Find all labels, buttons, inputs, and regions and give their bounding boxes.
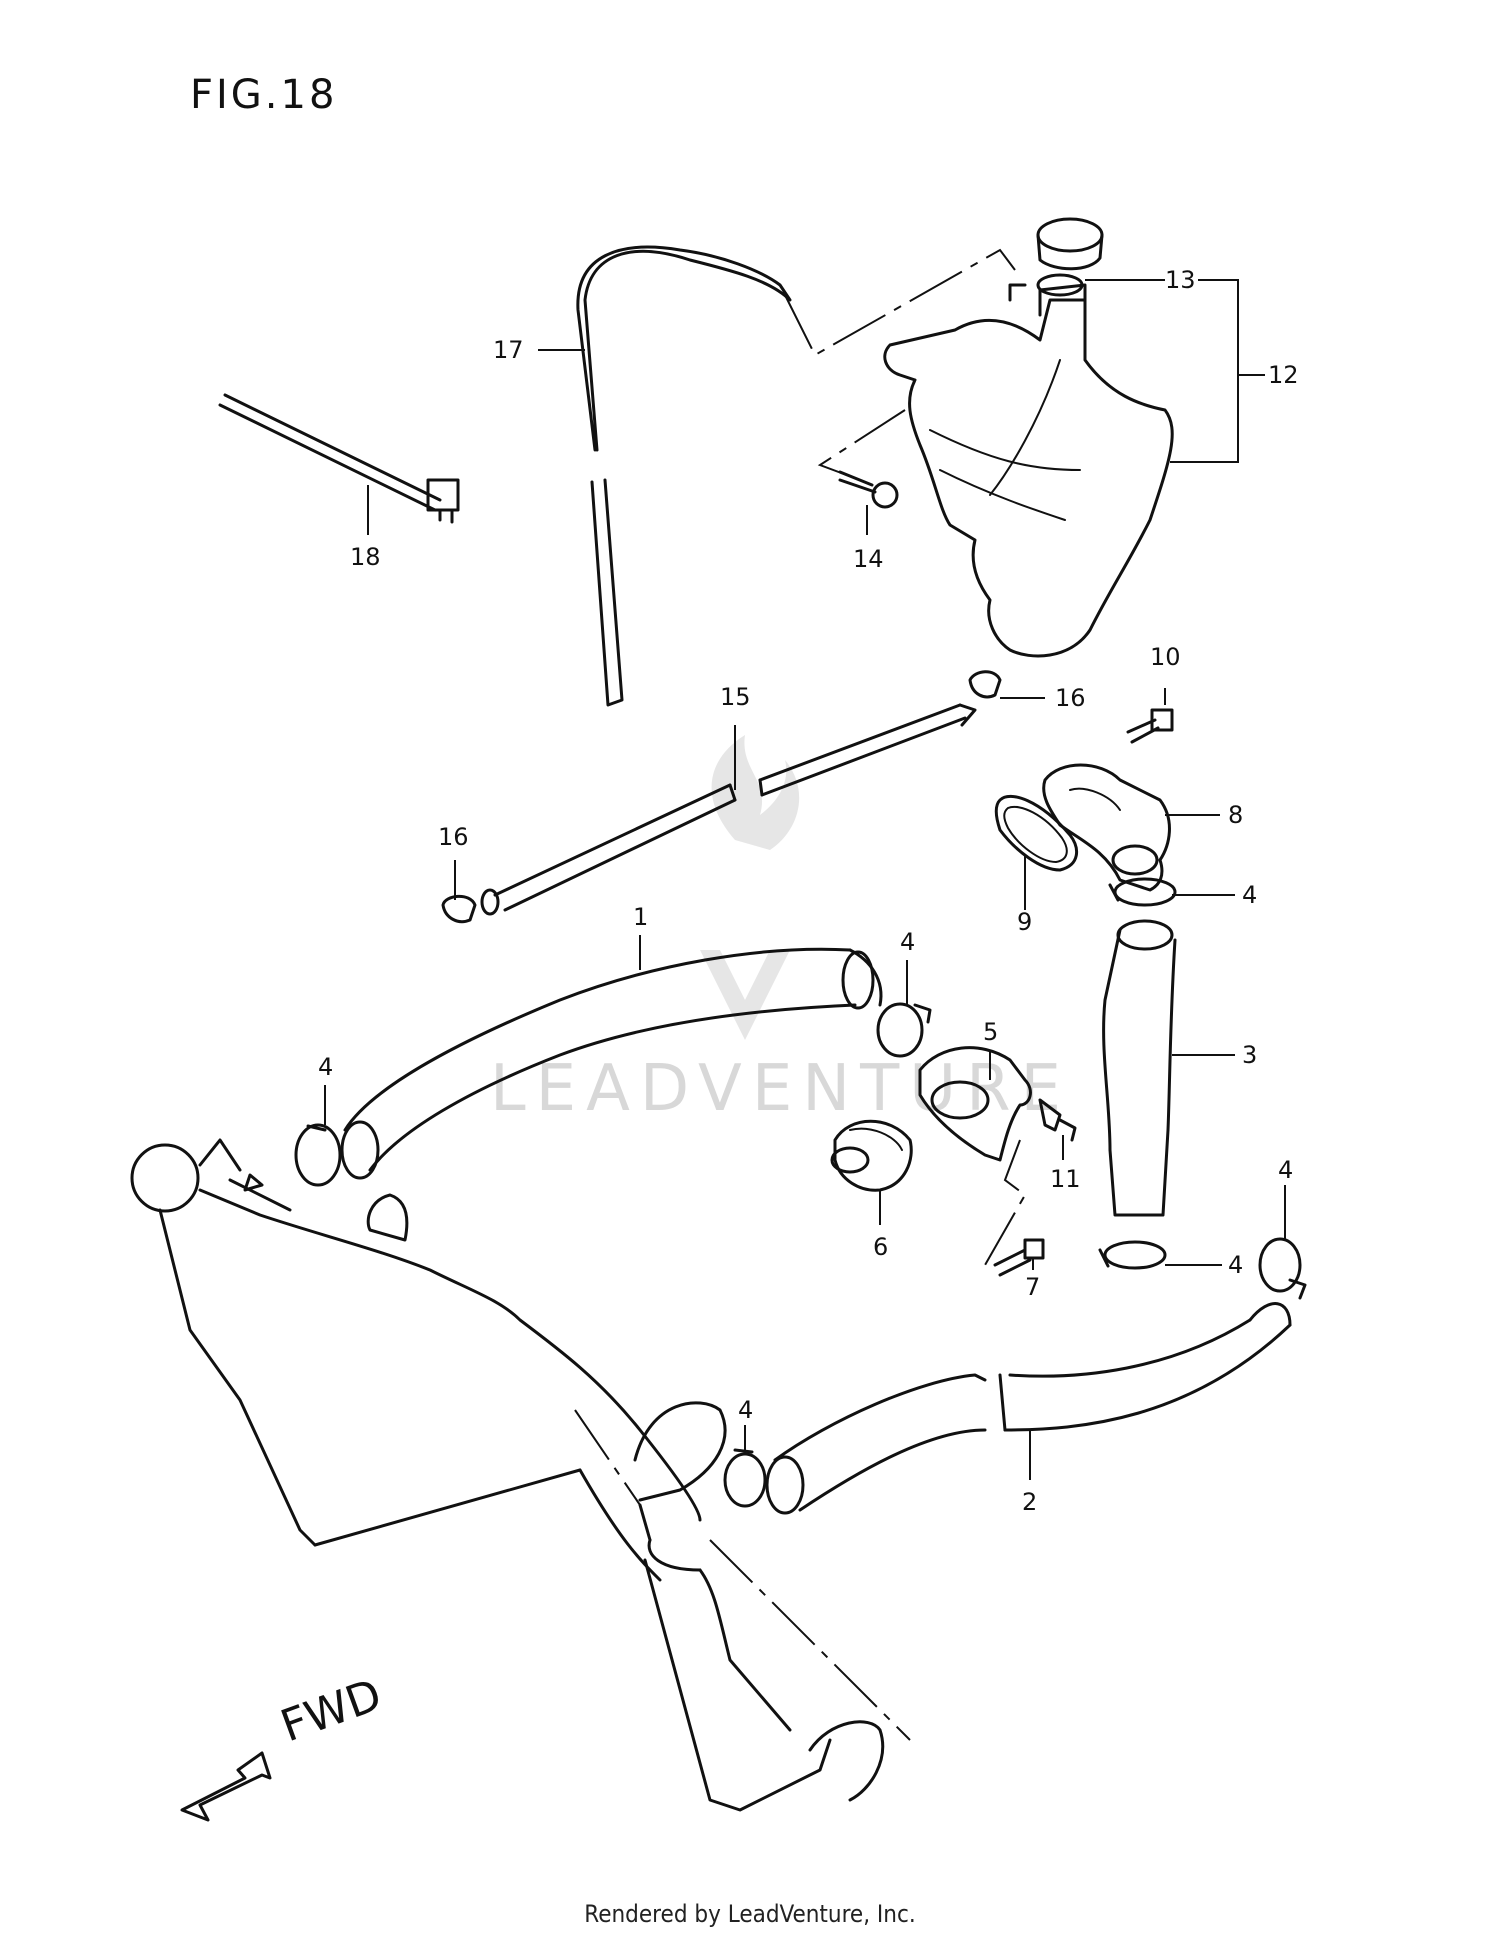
callout-3: 3 <box>1242 1041 1257 1069</box>
callout-9: 9 <box>1017 908 1032 936</box>
thermostat <box>830 1119 913 1192</box>
callout-10: 10 <box>1150 643 1181 671</box>
hose-clamp-4-a <box>1108 877 1177 907</box>
callout-6: 6 <box>873 1233 888 1261</box>
hose-clamp-16-upper <box>968 670 1002 699</box>
hose-clamp-4-c <box>294 1123 342 1187</box>
callout-2: 2 <box>1022 1488 1037 1516</box>
callout-4-a: 4 <box>1242 881 1257 909</box>
callout-18: 18 <box>350 543 381 571</box>
hose-1 <box>340 947 883 1180</box>
callout-14: 14 <box>853 545 884 573</box>
drain-hose <box>480 703 977 916</box>
hose-clamp-4-d <box>1098 1240 1167 1270</box>
reservoir-tank <box>883 273 1174 658</box>
callout-1: 1 <box>633 903 648 931</box>
callout-15: 15 <box>720 683 751 711</box>
thermostat-housing <box>918 1046 1032 1162</box>
callout-13: 13 <box>1165 266 1196 294</box>
callout-17: 17 <box>493 336 524 364</box>
callout-5: 5 <box>983 1018 998 1046</box>
reservoir-cap <box>1036 217 1104 271</box>
callout-labels: 13 12 14 17 18 16 15 16 10 8 9 4 1 4 5 4… <box>318 266 1299 1516</box>
callout-12: 12 <box>1268 361 1299 389</box>
hose-clamp-4-b <box>876 1002 932 1058</box>
hose-clamp-4-f <box>723 1448 767 1508</box>
overflow-hose <box>576 245 1016 707</box>
watermark-text: LEADVENTURE <box>490 1052 1071 1126</box>
fwd-label: FWD <box>274 1669 388 1752</box>
callout-4-d: 4 <box>1228 1251 1243 1279</box>
bolt-14 <box>838 470 899 509</box>
hose-clamp-4-e <box>1258 1237 1307 1300</box>
callout-4-f: 4 <box>738 1396 753 1424</box>
temperature-sensor <box>1038 1098 1077 1142</box>
forward-direction-indicator: FWD <box>180 1669 388 1822</box>
leadventure-watermark: LEADVENTURE <box>490 735 1071 1126</box>
figure-title: FIG.18 <box>190 72 338 118</box>
callout-4-b: 4 <box>900 928 915 956</box>
forward-arrow-icon <box>180 1751 272 1822</box>
radiator <box>130 1138 911 1812</box>
bolt-7 <box>993 1238 1045 1277</box>
hose-3 <box>1102 919 1177 1217</box>
callout-8: 8 <box>1228 801 1243 829</box>
callout-16-upper: 16 <box>1055 684 1086 712</box>
render-credit: Rendered by LeadVenture, Inc. <box>584 1900 916 1928</box>
callout-16-lower: 16 <box>438 823 469 851</box>
gasket-9 <box>994 794 1079 872</box>
callout-4-c: 4 <box>318 1053 333 1081</box>
leader-lines <box>324 279 1286 1480</box>
callout-7: 7 <box>1025 1273 1040 1301</box>
hose-2 <box>765 1302 1292 1515</box>
cable-tie <box>218 393 460 524</box>
hose-clamp-16-lower <box>441 894 477 924</box>
callout-11: 11 <box>1050 1165 1081 1193</box>
bolt-10 <box>1126 708 1174 744</box>
callout-4-e: 4 <box>1278 1156 1293 1184</box>
